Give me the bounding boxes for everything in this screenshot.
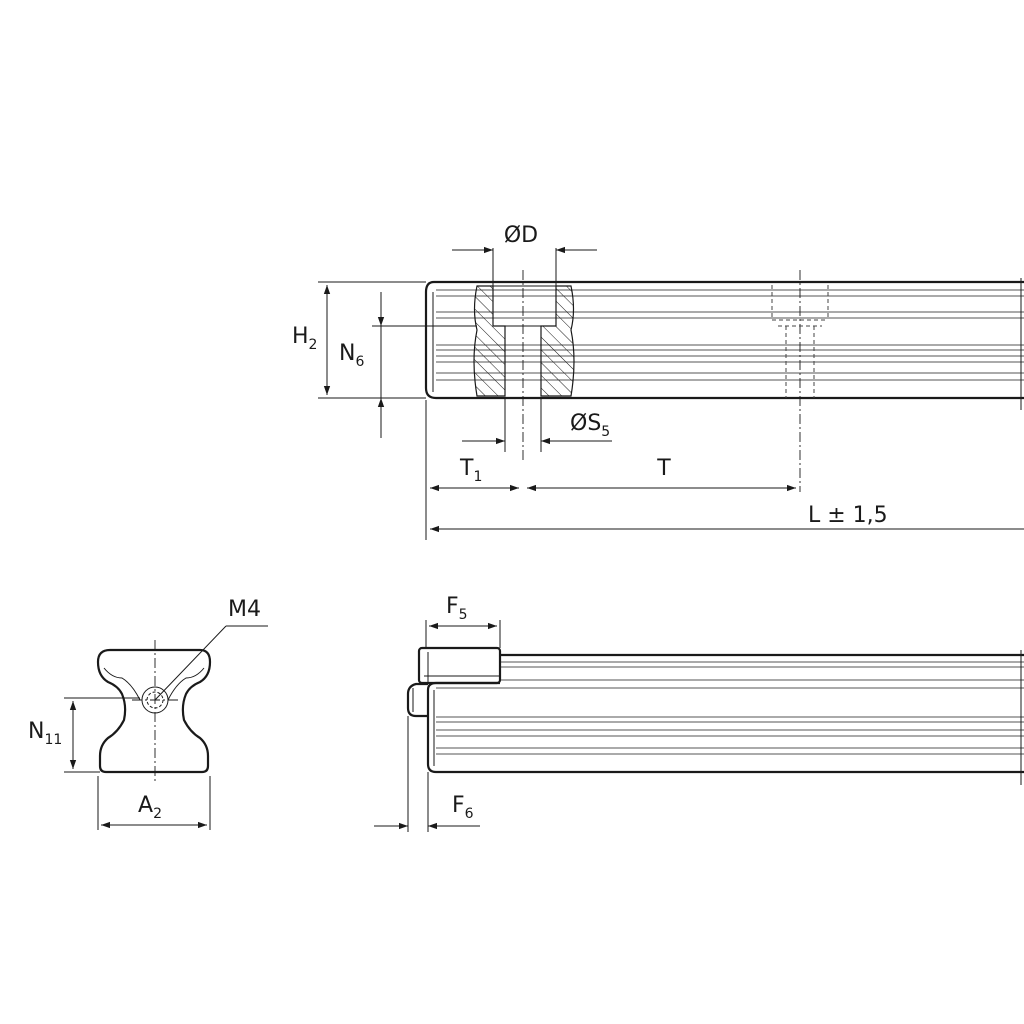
dim-hole-spacing: T1 T (425, 400, 796, 540)
label-rail-height: H2 (292, 324, 317, 353)
rail-profile-outline (96, 648, 212, 774)
dim-rail-length: L ± 1,5 (430, 503, 1024, 533)
dim-bore-diameter: ØD (452, 223, 597, 286)
label-end-spacing: T1 (459, 456, 482, 485)
dim-cap-length: F5 (425, 594, 501, 648)
rail-profile-view: M4 N11 A2 (28, 597, 268, 830)
rail-outline (424, 280, 1024, 400)
label-thread-depth: N6 (339, 341, 364, 370)
label-rail-length: L ± 1,5 (808, 503, 888, 528)
hidden-mounting-hole (771, 270, 829, 492)
label-cap-offset: F6 (452, 793, 474, 822)
callout-thread: M4 (154, 597, 268, 701)
dim-profile-height: N11 (28, 697, 140, 773)
label-thread: M4 (228, 597, 261, 622)
label-cap-length: F5 (446, 594, 468, 623)
end-cap (406, 646, 502, 718)
section-mounting-hole (473, 285, 575, 397)
rail-with-end-cap-view: F5 F6 (374, 594, 1024, 832)
label-bore-diameter: ØD (504, 223, 538, 248)
dim-rail-height: H2 (292, 281, 426, 399)
rail-body-grooves (436, 661, 1024, 755)
dim-screw-diameter: ØS5 (462, 398, 612, 452)
dim-thread-depth: N6 (339, 292, 477, 438)
label-screw-diameter: ØS5 (570, 411, 610, 440)
label-profile-width: A2 (138, 793, 162, 822)
label-profile-height: N11 (28, 719, 62, 748)
label-hole-spacing: T (656, 456, 671, 481)
dim-profile-width: A2 (97, 776, 211, 830)
dim-cap-offset: F6 (374, 716, 480, 832)
rail-grooves (436, 289, 1024, 381)
rail-side-view: ØD H2 N6 ØS5 T (292, 223, 1024, 540)
